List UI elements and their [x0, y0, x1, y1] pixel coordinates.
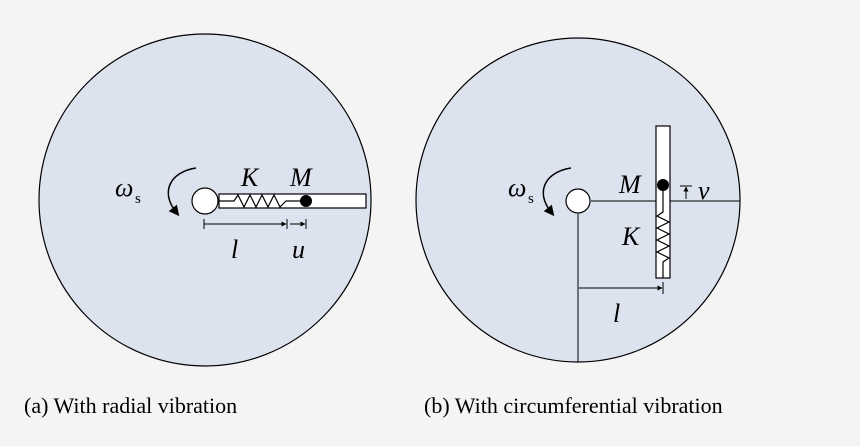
displacement-label-a: u — [292, 235, 305, 264]
panel-a: ω s K M l u (a) With radial vibration — [24, 33, 372, 418]
caption-a: (a) With radial vibration — [24, 393, 237, 418]
spring-label-a: K — [240, 163, 260, 192]
hub-b — [565, 188, 591, 214]
length-label-b: l — [613, 299, 620, 328]
omega-label-b: ω — [508, 173, 526, 202]
spring-a — [219, 193, 303, 209]
mass-b — [657, 179, 669, 191]
omega-label-a: ω — [115, 173, 133, 202]
omega-subscript-b: s — [528, 191, 534, 207]
caption-b: (b) With circumferential vibration — [424, 393, 723, 418]
mass-a — [300, 195, 312, 207]
rotation-arrow-a — [167, 167, 197, 217]
mass-label-a: M — [289, 163, 313, 192]
mass-label-b: M — [618, 170, 642, 199]
panel-b: ω s M K v l (b) With circumferential vib… — [415, 37, 741, 418]
displacement-label-b: v — [698, 176, 710, 205]
length-label-a: l — [231, 235, 238, 264]
spring-b — [655, 191, 671, 278]
omega-subscript-a: s — [135, 191, 141, 207]
spring-label-b: K — [621, 222, 641, 251]
rotation-arrow-b — [542, 167, 572, 217]
hub-a — [191, 187, 219, 215]
